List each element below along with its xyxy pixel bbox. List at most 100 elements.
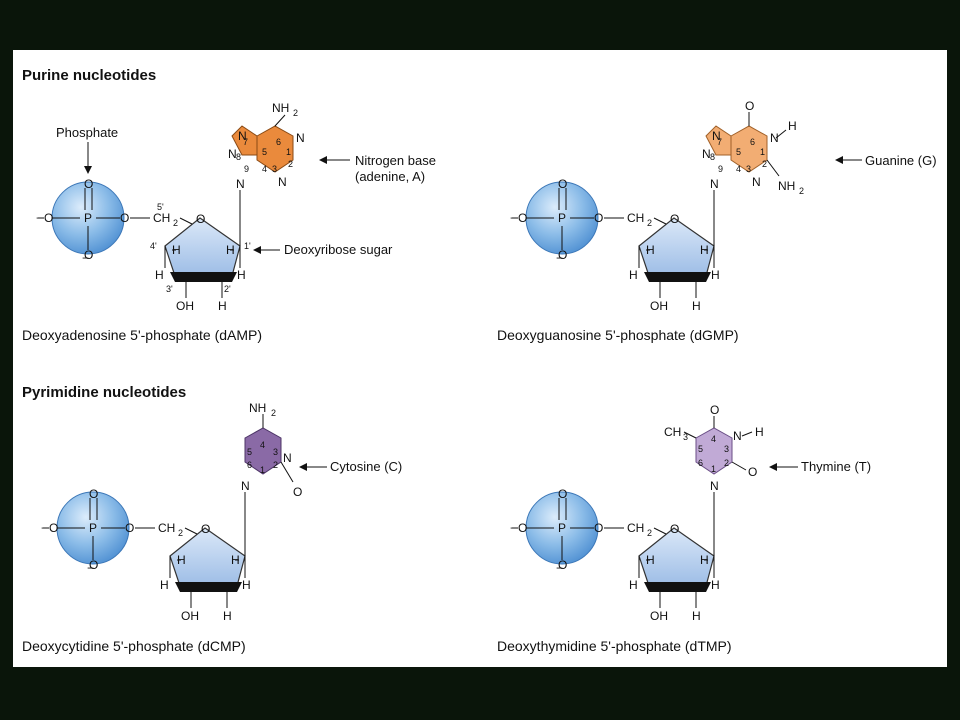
- carbon-number: 5': [157, 202, 164, 212]
- ring-number: 4: [260, 440, 265, 450]
- charge-sign: −: [510, 521, 517, 535]
- phosphorus-atom: P: [558, 521, 566, 535]
- hydroxyl-group: OH: [176, 299, 194, 313]
- pyrimidine-heading: Pyrimidine nucleotides: [22, 384, 186, 401]
- hydrogen-atom: H: [172, 243, 181, 257]
- deoxyribose-ring: [638, 217, 715, 299]
- carbonyl-oxygen: O: [745, 99, 754, 113]
- subscript: 2: [293, 108, 298, 118]
- oxygen-atom: O: [558, 487, 567, 501]
- hydroxyl-group: OH: [181, 609, 199, 623]
- dcmp-caption: Deoxycytidine 5'-phosphate (dCMP): [22, 638, 246, 654]
- ring-number: 3: [272, 164, 277, 174]
- ring-number: 5: [736, 147, 741, 157]
- nitrogen-base-label: Nitrogen base: [355, 153, 436, 168]
- phosphorus-atom: P: [558, 211, 566, 225]
- ring-number: 2: [762, 159, 767, 169]
- ring-number: 3: [273, 447, 278, 457]
- ring-number: 3: [746, 164, 751, 174]
- ring-number: 4: [736, 164, 741, 174]
- ring-number: 7: [243, 137, 248, 147]
- ring-number: 1: [286, 147, 291, 157]
- dgmp-caption: Deoxyguanosine 5'-phosphate (dGMP): [497, 327, 739, 343]
- dtmp-caption: Deoxythymidine 5'-phosphate (dTMP): [497, 638, 732, 654]
- ring-number: 9: [718, 164, 723, 174]
- hydrogen-atom: H: [155, 268, 164, 282]
- ring-number: 6: [247, 460, 252, 470]
- nitrogen-atom: N: [702, 147, 711, 161]
- carbonyl-oxygen: O: [748, 465, 757, 479]
- ch2-group: CH: [153, 211, 170, 225]
- hydrogen-atom: H: [629, 578, 638, 592]
- subscript: 2: [178, 528, 183, 538]
- subscript: 2: [173, 218, 178, 228]
- ring-number: 6: [276, 137, 281, 147]
- nitrogen-atom: N: [752, 175, 761, 189]
- phosphate-group: [37, 181, 151, 255]
- oxygen-atom: O: [594, 211, 603, 225]
- nitrogen-atom: N: [283, 451, 292, 465]
- deoxyribose-ring: [169, 527, 246, 609]
- hydrogen-atom: H: [692, 609, 701, 623]
- phosphorus-atom: P: [84, 211, 92, 225]
- nitrogen-atom: N: [296, 131, 305, 145]
- oxygen-atom: O: [518, 211, 527, 225]
- ring-number: 2: [273, 460, 278, 470]
- oxygen-atom: O: [120, 211, 129, 225]
- oxygen-atom: O: [558, 558, 567, 572]
- carbon-number: 4': [150, 241, 157, 251]
- figure-panel: Purine nucleotides Pyrimidine nucleotide…: [13, 50, 947, 667]
- subscript: 2: [271, 408, 276, 418]
- ring-number: 5: [698, 444, 703, 454]
- amino-group: NH: [249, 401, 266, 415]
- ring-oxygen: O: [196, 212, 205, 226]
- dgmp-structure: P O O O O − − CH 2 O H H H H OH H O H NH…: [510, 99, 804, 313]
- hydrogen-atom: H: [160, 578, 169, 592]
- carbon-number: 2': [224, 284, 231, 294]
- nitrogen-atom: N: [228, 147, 237, 161]
- oxygen-atom: O: [558, 177, 567, 191]
- ring-number: 2: [724, 458, 729, 468]
- oxygen-atom: O: [89, 487, 98, 501]
- hydrogen-atom: H: [711, 578, 720, 592]
- subscript: 3: [683, 432, 688, 442]
- carbon-number: 3': [166, 284, 173, 294]
- charge-sign: −: [36, 211, 43, 225]
- hydrogen-atom: H: [755, 425, 764, 439]
- subscript: 2: [647, 218, 652, 228]
- hydrogen-atom: H: [226, 243, 235, 257]
- nucleotides-figure: Purine nucleotides Pyrimidine nucleotide…: [22, 67, 937, 654]
- hydroxyl-group: OH: [650, 609, 668, 623]
- hydrogen-atom: H: [700, 553, 709, 567]
- charge-sign: −: [556, 251, 563, 265]
- ring-number: 6: [750, 137, 755, 147]
- guanine-imidazole-ring: [705, 125, 732, 156]
- ring-number: 3: [724, 444, 729, 454]
- ch2-group: CH: [627, 211, 644, 225]
- ring-number: 8: [236, 152, 241, 162]
- nitrogen-atom: N: [770, 131, 779, 145]
- ring-number: 5: [262, 147, 267, 157]
- dtmp-structure: P O O O O − − CH 2 O H H H H OH H O CH 3…: [510, 403, 764, 623]
- charge-sign: −: [82, 251, 89, 265]
- phosphate-group: [511, 181, 625, 255]
- guanine-label: Guanine (G): [865, 153, 937, 168]
- ring-number: 4: [262, 164, 267, 174]
- oxygen-atom: O: [518, 521, 527, 535]
- ring-oxygen: O: [201, 522, 210, 536]
- hydrogen-atom: H: [177, 553, 186, 567]
- ring-number: 4: [711, 434, 716, 444]
- charge-sign: −: [87, 561, 94, 575]
- hydrogen-atom: H: [646, 243, 655, 257]
- phosphorus-atom: P: [89, 521, 97, 535]
- oxygen-atom: O: [49, 521, 58, 535]
- nitrogen-atom: N: [236, 177, 245, 191]
- amino-group: NH: [272, 101, 289, 115]
- oxygen-atom: O: [125, 521, 134, 535]
- nitrogen-atom: N: [710, 177, 719, 191]
- hydrogen-atom: H: [692, 299, 701, 313]
- hydrogen-atom: H: [223, 609, 232, 623]
- nitrogen-base-sublabel: (adenine, A): [355, 169, 425, 184]
- ring-number: 8: [710, 152, 715, 162]
- hydrogen-atom: H: [629, 268, 638, 282]
